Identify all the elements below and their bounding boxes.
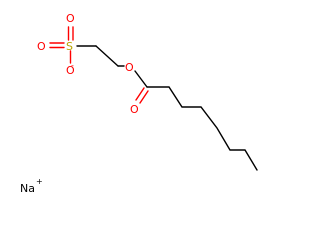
ethylene-bond bbox=[95, 45, 119, 67]
sulfur-atom: S bbox=[66, 40, 73, 53]
sulfonyl-left-double-bond bbox=[49, 42, 65, 49]
octanoyl-chain bbox=[146, 86, 258, 171]
sodium-ion: Na bbox=[20, 182, 35, 195]
sodium-charge: + bbox=[36, 177, 43, 186]
sulfonyl-oxygen-top: O bbox=[66, 12, 75, 25]
ester-oxygen: O bbox=[125, 61, 134, 74]
sulfonate-oxygen: O bbox=[66, 64, 75, 77]
molecule-diagram: O O S O - O O Na + bbox=[20, 12, 258, 195]
carbonyl-oxygen: O bbox=[130, 103, 139, 116]
carbonyl-double-bond bbox=[135, 87, 149, 104]
sulfonate-charge: - bbox=[71, 61, 74, 70]
sulfonyl-top-double-bond bbox=[67, 26, 74, 41]
ester-oxygen-carbon-bond bbox=[134, 70, 148, 88]
sulfonyl-oxygen-left: O bbox=[37, 40, 46, 53]
